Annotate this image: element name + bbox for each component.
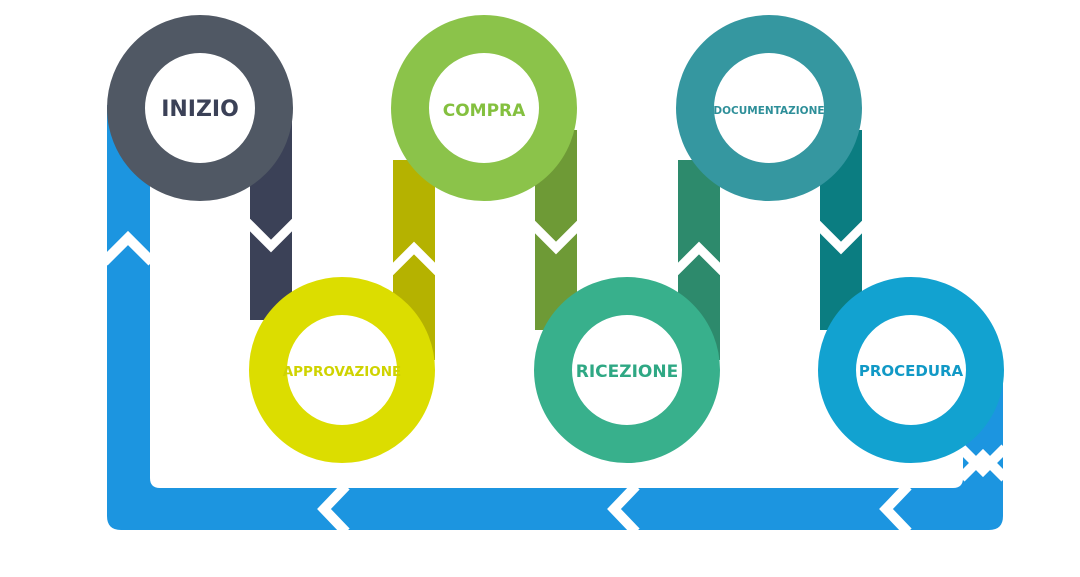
connector-5-chevron-down: [813, 220, 869, 255]
loop-chevron-left-3: [317, 482, 350, 536]
step-approvazione: APPROVAZIONE: [249, 277, 435, 463]
connector-chevrons: [243, 218, 869, 276]
step-ricezione: RICEZIONE: [534, 277, 720, 463]
step-inizio-label: INIZIO: [161, 97, 239, 122]
step-compra-label: COMPRA: [443, 101, 526, 121]
connector-4-chevron-up: [671, 241, 727, 276]
step-ricezione-label: RICEZIONE: [576, 362, 678, 382]
step-compra: COMPRA: [391, 15, 577, 201]
step-approvazione-label: APPROVAZIONE: [283, 364, 402, 380]
loop-chevron-up: [100, 230, 156, 266]
step-circles: INIZIO APPROVAZIONE COMPRA RICEZIONE DOC…: [107, 15, 1004, 463]
connector-1-chevron-down: [243, 218, 299, 253]
loop-chevron-left-1: [879, 482, 912, 536]
step-ricezione-ring: [534, 277, 720, 463]
step-procedura-label: PROCEDURA: [859, 362, 964, 380]
step-inizio: INIZIO: [107, 15, 293, 201]
step-procedura-ring: [818, 277, 1004, 463]
loop-chevron-down-right: [957, 444, 1009, 478]
step-documentazione: DOCUMENTAZIONE: [676, 15, 862, 201]
step-documentazione-ring: [676, 15, 862, 201]
loop-chevron-left-2: [607, 482, 640, 536]
connector-2-chevron-up: [386, 241, 442, 276]
step-compra-ring: [391, 15, 577, 201]
loop-chevrons: [100, 230, 1009, 536]
loop-chevron-up-right: [957, 448, 1009, 482]
step-documentazione-label: DOCUMENTAZIONE: [713, 105, 824, 117]
step-procedura: PROCEDURA: [818, 277, 1004, 463]
connector-3-chevron-down: [528, 220, 584, 255]
step-approvazione-ring: [249, 277, 435, 463]
step-inizio-ring: [107, 15, 293, 201]
